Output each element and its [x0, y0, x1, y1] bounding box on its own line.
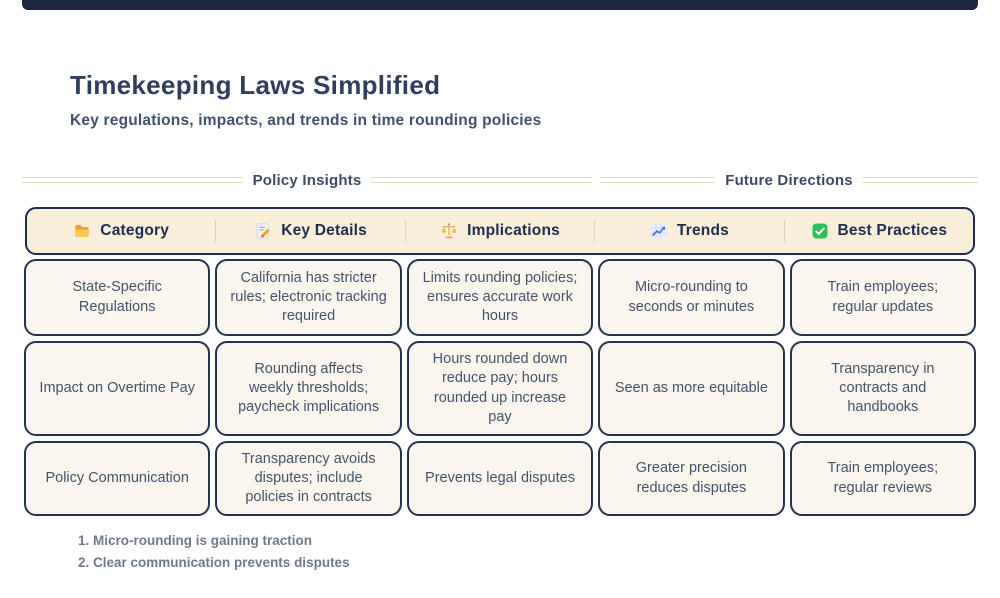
- table-cell: Limits rounding policies; ensures accura…: [406, 259, 594, 336]
- scale-icon: [440, 222, 458, 240]
- table-cell: Impact on Overtime Pay: [24, 341, 211, 436]
- table-cell: Seen as more equitable: [598, 341, 785, 436]
- footnote-2: 2. Clear communication prevents disputes: [78, 555, 350, 570]
- header-divider: [215, 220, 217, 242]
- table-cell: Train employees; regular reviews: [789, 441, 976, 516]
- table-cell: Rounding affects weekly thresholds; payc…: [215, 341, 402, 436]
- page-subtitle: Key regulations, impacts, and trends in …: [70, 112, 542, 129]
- column-header-label: Best Practices: [837, 222, 948, 239]
- check-icon: [811, 222, 829, 240]
- table-cell: Transparency in contracts and handbooks: [789, 341, 976, 436]
- table-header: Category Key Details Implic: [25, 207, 975, 255]
- column-header-label: Trends: [676, 222, 729, 239]
- memo-icon: [254, 222, 272, 240]
- column-header-label: Implications: [467, 222, 560, 239]
- table-cell: Micro-rounding to seconds or minutes: [598, 259, 785, 336]
- table-cell: State-Specific Regulations: [24, 259, 211, 336]
- header-divider: [783, 220, 785, 242]
- table-cell: Hours rounded down reduce pay; hours rou…: [406, 341, 594, 436]
- column-header-trends: Trends: [595, 222, 783, 240]
- footnote-1: 1. Micro-rounding is gaining traction: [78, 533, 313, 548]
- table-cell: California has stricter rules; electroni…: [215, 259, 402, 336]
- accent-bar: [22, 0, 978, 10]
- column-header-best-practices: Best Practices: [785, 222, 973, 240]
- table-cell: Train employees; regular updates: [789, 259, 976, 336]
- divider-line: [862, 177, 978, 183]
- column-group-labels: Policy Insights Future Directions: [0, 170, 1000, 190]
- divider-line: [22, 177, 243, 183]
- table-cell: Policy Communication: [24, 441, 211, 516]
- divider-line: [371, 177, 593, 183]
- group-policy-insights: Policy Insights: [22, 170, 593, 190]
- divider-line: [600, 177, 716, 183]
- table-body: State-Specific Regulations California ha…: [24, 259, 976, 516]
- column-header-category: Category: [27, 222, 215, 240]
- group-future-directions: Future Directions: [600, 170, 978, 190]
- column-header-label: Category: [100, 222, 170, 239]
- page-title: Timekeeping Laws Simplified: [70, 70, 441, 100]
- group-label: Policy Insights: [252, 171, 362, 189]
- column-header-key-details: Key Details: [216, 222, 404, 240]
- footnotes: 1. Micro-rounding is gaining traction 2.…: [78, 530, 350, 574]
- column-header-implications: Implications: [406, 222, 594, 240]
- table-cell: Greater precision reduces disputes: [598, 441, 785, 516]
- table-cell: Prevents legal disputes: [406, 441, 594, 516]
- header-divider: [404, 220, 406, 242]
- table-cell: Transparency avoids disputes; include po…: [215, 441, 402, 516]
- chart-up-icon: [650, 222, 668, 240]
- header-divider: [594, 220, 596, 242]
- group-label: Future Directions: [725, 171, 853, 189]
- column-header-label: Key Details: [281, 222, 367, 239]
- folder-icon: [73, 222, 91, 240]
